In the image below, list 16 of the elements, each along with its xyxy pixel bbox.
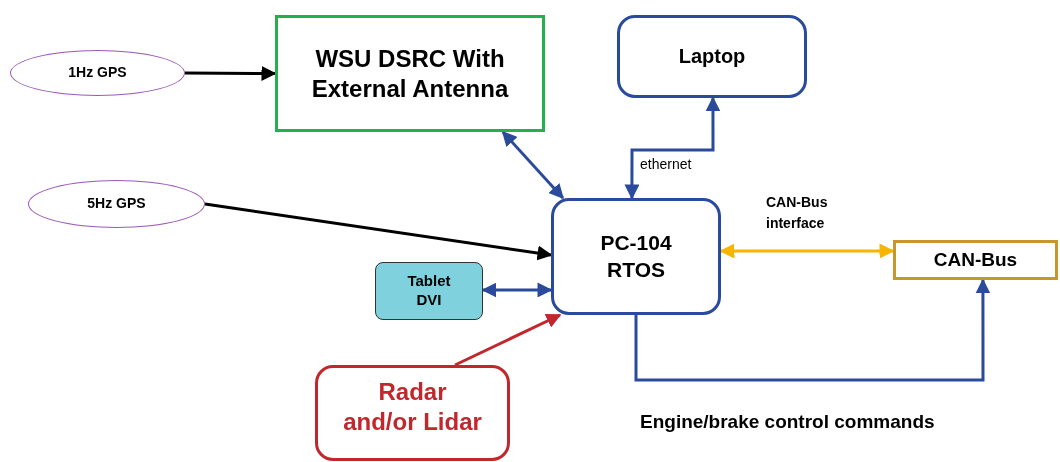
ellipse-node: 1Hz GPS (10, 50, 185, 96)
process-box: PC-104 RTOS (551, 198, 721, 315)
process-box: WSU DSRC With External Antenna (275, 15, 545, 132)
arrow (501, 130, 564, 200)
process-box: Radar and/or Lidar (315, 365, 510, 461)
arrow (185, 65, 277, 81)
arrow (719, 243, 895, 259)
arrow (481, 282, 553, 298)
arrow (454, 313, 562, 367)
arrow (624, 96, 721, 200)
process-box: Laptop (617, 15, 807, 98)
arrow (204, 202, 553, 261)
ellipse-node: 5Hz GPS (28, 180, 205, 228)
process-box: CAN-Bus (893, 240, 1058, 280)
process-box: Tablet DVI (375, 262, 483, 320)
arrow (634, 278, 991, 382)
